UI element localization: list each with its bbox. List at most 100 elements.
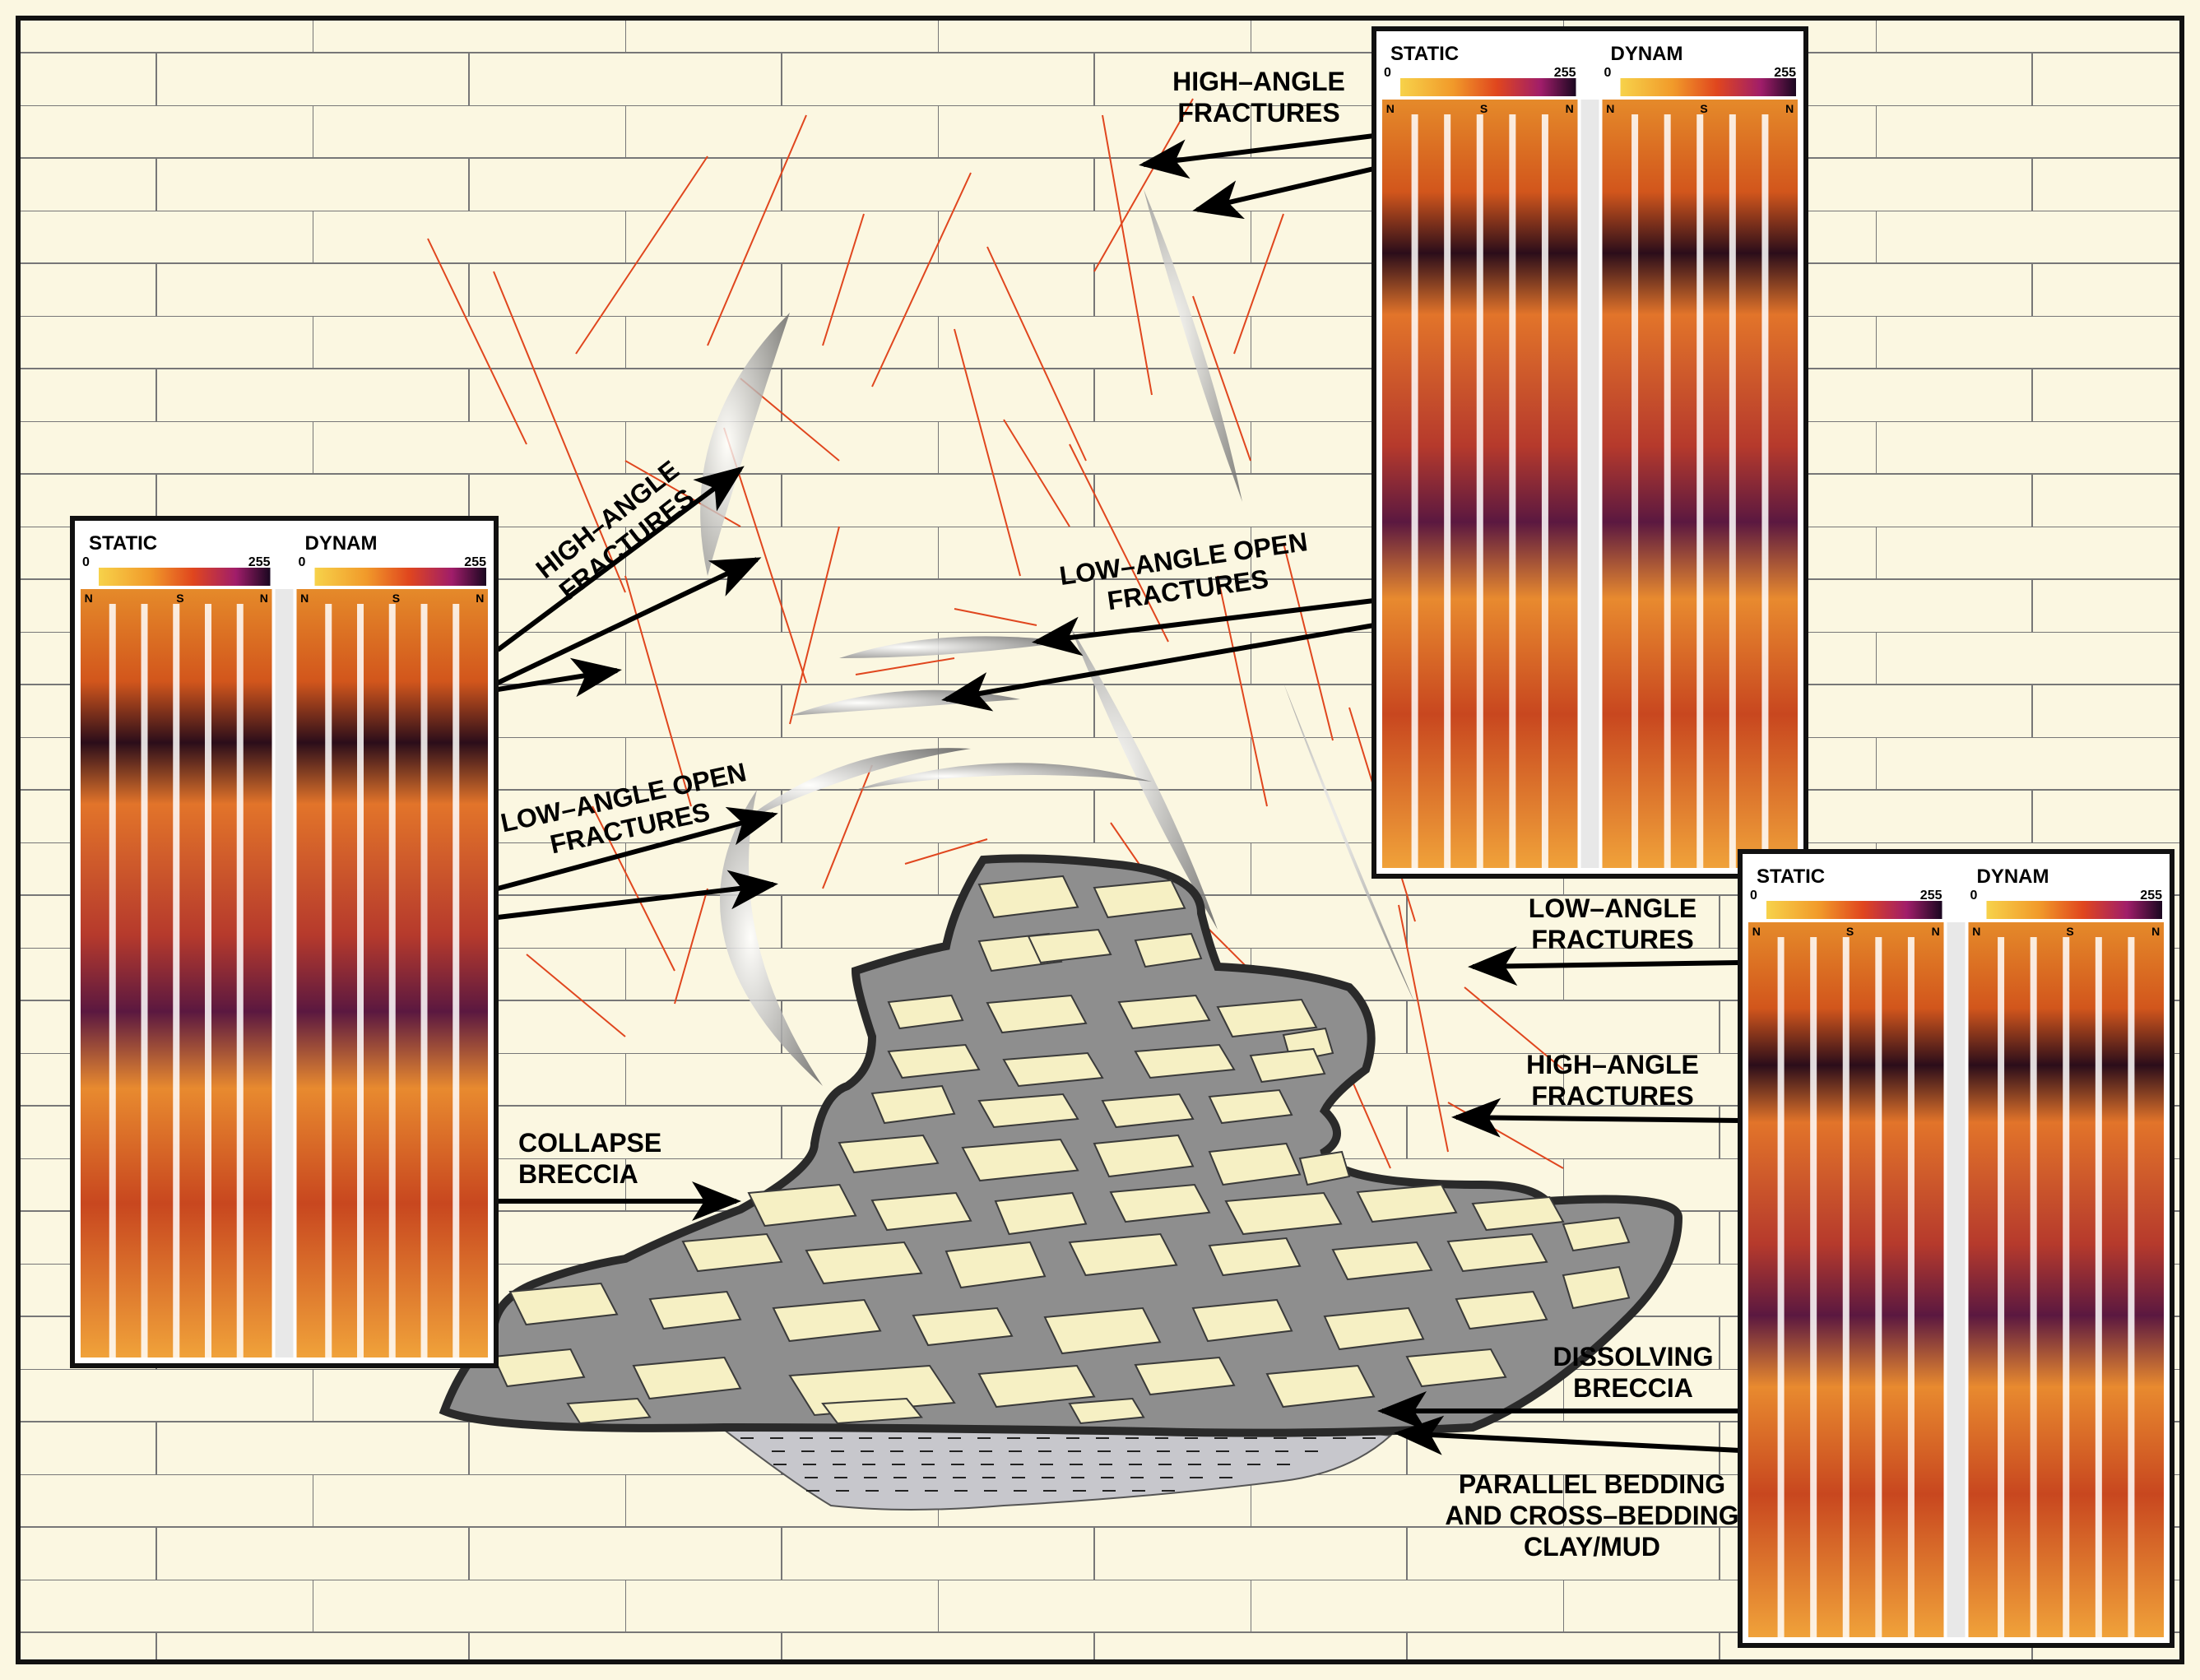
log-pad-gap [109, 604, 116, 1357]
log-scale-min: 0 [1384, 66, 1391, 80]
log-color-scale [1400, 78, 1576, 96]
breccia-clast [1068, 1232, 1178, 1277]
fracture-line [1398, 904, 1449, 1153]
log-azimuth-tick: N [300, 592, 309, 605]
log-pad-gap [1810, 937, 1817, 1637]
arrow [497, 806, 778, 891]
log-azimuth-tick: N [1606, 102, 1614, 115]
fracture-line [1069, 443, 1169, 643]
fracture-line [1093, 98, 1194, 272]
fracture-line [954, 328, 1021, 577]
fracture-line [1003, 419, 1070, 527]
breccia-clast [1134, 932, 1203, 968]
fracture-line [1233, 213, 1284, 355]
arrow [497, 870, 778, 920]
log-azimuth-tick: S [1846, 925, 1854, 938]
breccia-clast [747, 1183, 857, 1228]
breccia-clast [681, 1232, 783, 1273]
breccia-clast [1224, 1191, 1343, 1236]
log-color-scale [1620, 78, 1796, 96]
breccia-clast [1356, 1183, 1458, 1223]
log-color-scale [314, 568, 486, 586]
log-scale-max: 255 [1554, 66, 1576, 80]
log-pad-gap [1664, 114, 1671, 868]
breccia-clast [977, 1364, 1096, 1409]
label-line: BRECCIA [518, 1159, 638, 1189]
breccia-clast [1068, 1397, 1145, 1425]
log-pad-gap [236, 604, 244, 1357]
log-azimuth-tick: N [1785, 102, 1794, 115]
log-color-scale [1766, 901, 1942, 919]
fracture-line [855, 657, 955, 675]
label-line: DISSOLVING [1553, 1342, 1714, 1371]
log-separator [275, 589, 294, 1357]
log-scale-min: 0 [1750, 889, 1757, 903]
log-pad-gap [173, 604, 180, 1357]
log-pad-gap [357, 604, 364, 1357]
fracture-line [592, 805, 675, 972]
breccia-clast [994, 1191, 1088, 1236]
breccia-clast [1405, 1348, 1507, 1388]
breccia-clast [1109, 1183, 1211, 1223]
annotation-arrows [496, 133, 1741, 1455]
breccia-clast [632, 1356, 742, 1400]
arrow [496, 466, 745, 652]
log-scale-min: 0 [1970, 889, 1978, 903]
breccia-clast [887, 994, 964, 1030]
log-pad-gap [141, 604, 148, 1357]
breccia-clast [648, 1290, 742, 1330]
log-pad-gap [1761, 114, 1769, 868]
breccia-clast [1134, 1356, 1236, 1396]
fracture-line [789, 526, 840, 725]
log-azimuth-tick: N [1972, 925, 1980, 938]
log-track-label: STATIC [1757, 866, 1825, 888]
log-azimuth-tick: S [1480, 102, 1488, 115]
log-pad-gap [2030, 937, 2037, 1637]
log-pad-gap [325, 604, 332, 1357]
label-line: PARALLEL BEDDING [1459, 1469, 1725, 1499]
breccia-clast [1265, 1364, 1376, 1409]
log-pad-gap [1509, 114, 1516, 868]
log-azimuth-tick: N [1932, 925, 1940, 938]
log-pad-gap [420, 604, 428, 1357]
open-fracture-shadow [1144, 189, 1242, 502]
fracture-line [493, 271, 626, 593]
breccia-clast [1216, 998, 1318, 1038]
log-azimuth-tick: N [85, 592, 93, 605]
log-pad-gap [2128, 937, 2135, 1637]
fracture-line [1102, 114, 1153, 396]
log-pad-gap [1729, 114, 1736, 868]
fracture-line [986, 246, 1087, 462]
log-separator [1947, 922, 1966, 1637]
breccia-clast [1562, 1265, 1631, 1310]
breccia-clast [805, 1241, 923, 1285]
log-azimuth-tick: N [260, 592, 268, 605]
log-azimuth-tick: N [1752, 925, 1761, 938]
log-pad-gap [1444, 114, 1451, 868]
log-pad-gap [2063, 937, 2070, 1637]
log-color-scale [99, 568, 271, 586]
label-line: HIGH–ANGLE [1172, 67, 1345, 96]
fracture-line [871, 172, 972, 388]
log-track-label: STATIC [1390, 43, 1459, 65]
fracture-line [575, 155, 708, 355]
breccia-clast [945, 1241, 1047, 1289]
fracture-line [1192, 295, 1251, 462]
label-line: FRACTURES [1177, 98, 1339, 128]
fracture-line [904, 838, 988, 865]
breccia-clast [772, 1298, 882, 1343]
breccia-clast [1191, 1298, 1293, 1343]
diagram-frame [16, 16, 2184, 1664]
fracture-line [526, 954, 626, 1037]
breccia-clast [1471, 1195, 1565, 1232]
label-line: COLLAPSE [518, 1128, 661, 1158]
breccia-clast [1002, 1051, 1104, 1088]
open-fracture-shadow [720, 790, 823, 1086]
arrow [496, 557, 762, 685]
open-fracture-shadow [839, 636, 1070, 658]
open-fracture-shadow [856, 763, 1152, 790]
log-pad-gap [205, 604, 211, 1357]
